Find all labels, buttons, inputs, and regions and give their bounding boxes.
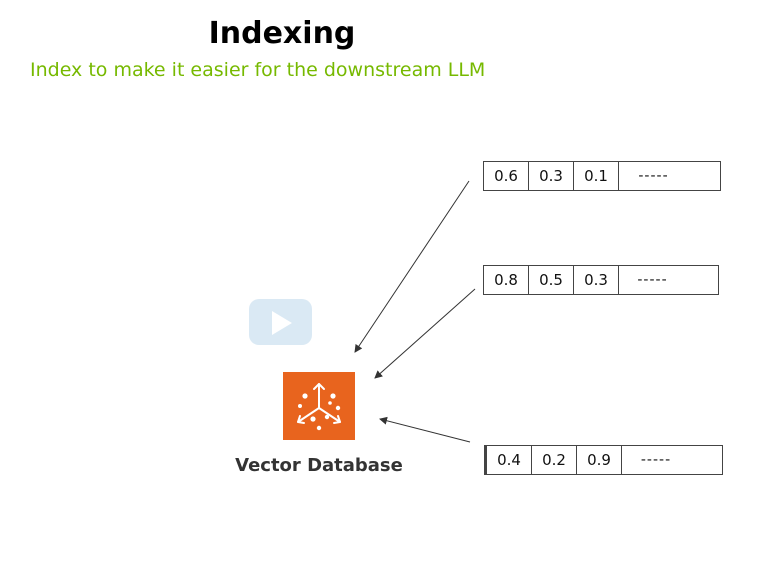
vector-ellipsis: ----- [640,452,672,468]
vector-value: 0.5 [529,266,574,294]
vector-value: 0.6 [484,162,529,190]
page-subtitle: Index to make it easier for the downstre… [30,59,486,81]
play-icon [272,311,292,335]
vector-ellipsis: ----- [637,272,668,288]
video-play-button[interactable] [249,299,312,345]
arrow-vector-2-to-db [374,288,476,379]
vector-value: 0.8 [484,266,529,294]
database-label: Vector Database [235,455,403,476]
vector-value: 0.3 [574,266,619,294]
vector-value: 0.2 [532,446,577,474]
arrow-vector-3-to-db [379,416,471,443]
vector-value: 0.3 [529,162,574,190]
embedding-vector-2: 0.8 0.5 0.3 ----- [483,265,719,295]
vector-value: 0.1 [574,162,619,190]
arrow-vector-1-to-db [354,180,470,353]
vector-ellipsis: ----- [638,168,669,184]
vector-value: 0.4 [487,446,532,474]
page-title: Indexing [208,16,356,51]
embedding-vector-3: 0.4 0.2 0.9 ----- [484,445,723,475]
vector-database-icon [283,372,355,440]
embedding-vector-1: 0.6 0.3 0.1 ----- [483,161,721,191]
vector-value: 0.9 [577,446,622,474]
